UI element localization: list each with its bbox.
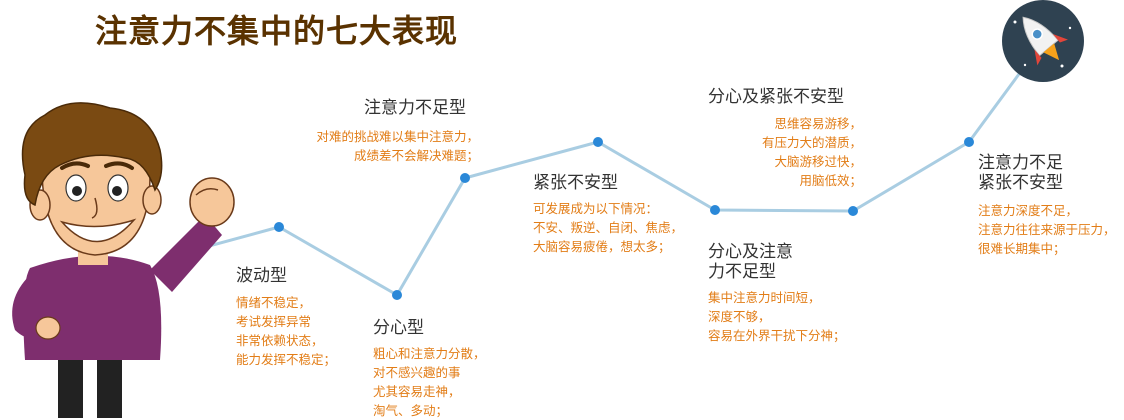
page-title: 注意力不集中的七大表现 [95, 12, 459, 50]
node-5 [710, 205, 720, 215]
node-6 [848, 206, 858, 216]
type-2-label: 分心型 [373, 318, 424, 338]
cartoon-boy-pointing-icon [12, 102, 235, 418]
node-2 [392, 290, 402, 300]
type-6-desc: 思维容易游移， 有压力大的潜质， 大脑游移过快， 用脑低效； [761, 116, 862, 188]
type-5-label: 分心及注意 力不足型 [708, 242, 793, 282]
node-3 [460, 173, 470, 183]
type-6-label: 分心及紧张不安型 [708, 87, 844, 107]
rocket-icon [1002, 0, 1084, 82]
type-5-desc: 集中注意力时间短， 深度不够， 容易在外界干扰下分神； [708, 290, 846, 343]
node-1 [274, 222, 284, 232]
type-3-label: 注意力不足型 [364, 98, 466, 118]
type-2-desc: 粗心和注意力分散， 对不感兴趣的事 尤其容易走神， 淘气、多动； [373, 346, 486, 418]
type-1-label: 波动型 [236, 266, 287, 286]
node-4 [593, 137, 603, 147]
type-3-desc: 对难的挑战难以集中注意力， 成绩差不会解决难题； [316, 129, 479, 163]
type-4-desc: 可发展成为以下情况： 不安、叛逆、自闭、焦虑， 大脑容易疲倦，想太多； [533, 201, 684, 254]
type-4-label: 紧张不安型 [533, 173, 618, 193]
type-7-label: 注意力不足 紧张不安型 [978, 153, 1063, 193]
type-7-desc: 注意力深度不足， 注意力往往来源于压力， 很难长期集中； [978, 203, 1116, 256]
type-1-desc: 情绪不稳定， 考试发挥异常 非常依赖状态， 能力发挥不稳定； [236, 295, 337, 367]
node-7 [964, 137, 974, 147]
